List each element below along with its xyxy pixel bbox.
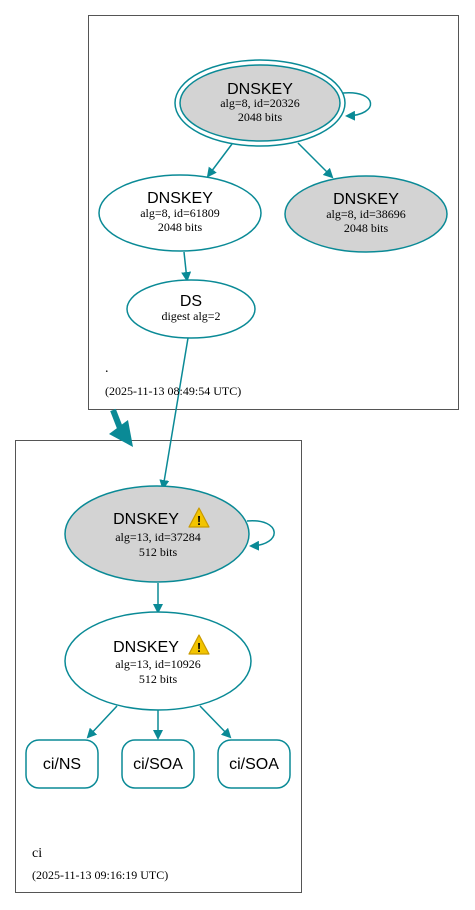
node-rr-soa[interactable]: ci/SOA	[121, 739, 195, 789]
node-detail: alg=8, id=38696	[326, 207, 406, 221]
node-root-zsk-61809[interactable]: DNSKEY alg=8, id=61809 2048 bits	[98, 174, 262, 252]
node-rr-ns[interactable]: ci/NS	[25, 739, 99, 789]
node-detail: 2048 bits	[344, 221, 389, 235]
node-detail: 2048 bits	[238, 110, 283, 124]
svg-text:!: !	[197, 513, 201, 528]
node-title: DNSKEY	[333, 191, 399, 208]
node-ci-ksk[interactable]: DNSKEY ! alg=13, id=37284 512 bits	[64, 485, 250, 583]
node-detail: 2048 bits	[158, 220, 203, 234]
edge-ksk-zsk2	[297, 142, 334, 179]
node-detail: 512 bits	[139, 545, 178, 559]
node-label: ci/NS	[43, 756, 81, 773]
edge-ksk-self	[342, 92, 372, 121]
zone-root-timestamp: (2025-11-13 08:49:54 UTC)	[105, 384, 241, 398]
node-ci-zsk[interactable]: DNSKEY ! alg=13, id=10926 512 bits	[64, 611, 252, 711]
zone-root-label: .	[105, 361, 109, 376]
node-root-ksk[interactable]: DNSKEY alg=8, id=20326 2048 bits	[174, 59, 346, 147]
warning-icon: !	[188, 634, 210, 655]
node-detail: alg=8, id=20326	[220, 96, 300, 110]
node-title: DNSKEY	[227, 81, 293, 98]
warning-icon: !	[188, 507, 210, 528]
edge-cizsk-soa2	[199, 705, 232, 739]
zone-root-box	[88, 15, 459, 410]
node-label: ci/SOA	[229, 756, 279, 773]
node-label: ci/SOA	[133, 756, 183, 773]
svg-text:!: !	[197, 640, 201, 655]
node-root-zsk-38696[interactable]: DNSKEY alg=8, id=38696 2048 bits	[284, 175, 448, 253]
edge-ciksk-self	[246, 520, 275, 551]
node-rr-soa[interactable]: ci/SOA	[217, 739, 291, 789]
edge-ksk-zsk1	[206, 143, 233, 178]
edge-delegation-head	[109, 420, 133, 447]
node-title: DNSKEY	[113, 511, 179, 528]
zone-ci-timestamp: (2025-11-13 09:16:19 UTC)	[32, 868, 168, 882]
node-detail: digest alg=2	[161, 309, 220, 323]
zone-ci-label: ci	[32, 846, 42, 861]
node-detail: alg=13, id=37284	[115, 530, 201, 544]
node-title: DNSKEY	[147, 190, 213, 207]
edge-zsk1-ds	[181, 251, 192, 282]
node-detail: alg=8, id=61809	[140, 206, 220, 220]
node-detail: 512 bits	[139, 672, 178, 686]
node-title: DS	[180, 293, 202, 310]
zone-ci-box	[15, 440, 302, 893]
edge-ds-ciksk	[159, 337, 189, 490]
edge-delegation	[110, 408, 123, 430]
node-detail: alg=13, id=10926	[115, 657, 201, 671]
edge-cizsk-ns	[86, 705, 118, 739]
node-title: DNSKEY	[113, 639, 179, 656]
node-ds[interactable]: DS digest alg=2	[126, 279, 256, 339]
